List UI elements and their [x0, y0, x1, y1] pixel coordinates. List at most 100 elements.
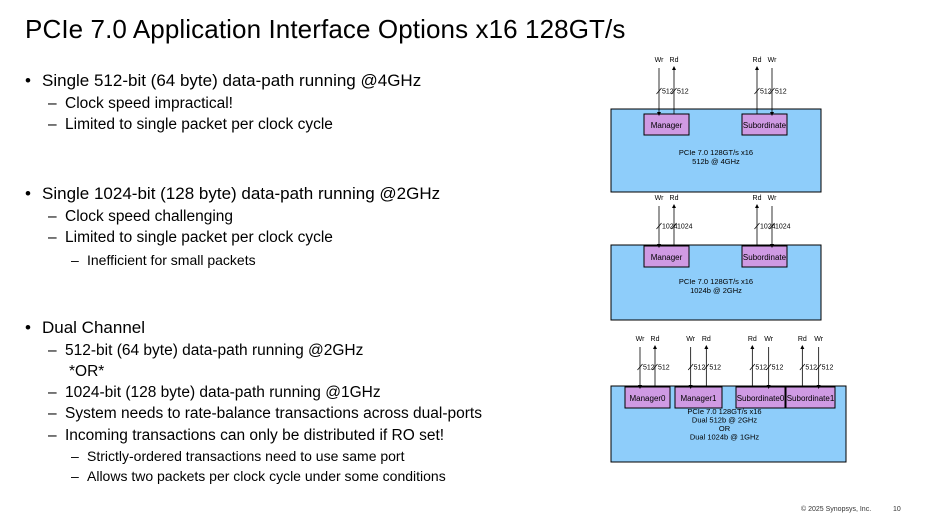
bus-width-label: 512 [805, 365, 817, 372]
signal-dir-label: Rd [651, 336, 660, 343]
bullet-text: Incoming transactions can only be distri… [65, 427, 445, 444]
port-box [741, 245, 788, 268]
bus-width-tick [769, 87, 775, 95]
bullet-text: Single 512-bit (64 byte) data-path runni… [42, 71, 422, 90]
signal-dir-label: Rd [753, 195, 762, 202]
port-box [674, 386, 723, 409]
port-box [785, 386, 836, 409]
dash-marker: – [48, 342, 57, 359]
block-caption: PCIe 7.0 128GT/s x16 [679, 148, 753, 157]
bus-width-label: 512 [677, 89, 689, 96]
bus-width-tick [671, 87, 677, 95]
bullet-text: *OR* [69, 363, 105, 380]
bus-width-tick [765, 363, 772, 371]
bus-width-label: 512 [709, 365, 721, 372]
signal-dir-label: Rd [748, 336, 757, 343]
bullet-heading: • Dual Channel [25, 318, 145, 338]
signal-dir-label: Rd [702, 336, 711, 343]
bullet-text: Allows two packets per clock cycle under… [87, 468, 446, 484]
bullet-marker: • [25, 71, 31, 90]
bus-width-tick [652, 363, 658, 371]
signal-dir-label: Rd [670, 195, 679, 202]
port-box [643, 113, 690, 136]
bus-width-label: 512 [643, 365, 655, 372]
signal-dir-label: Rd [670, 57, 679, 64]
page-number: 10 [893, 506, 901, 513]
bus-width-tick [687, 363, 694, 371]
bus-width-label: 512 [658, 365, 670, 372]
bullet-text: Single 1024-bit (128 byte) data-path run… [42, 184, 441, 203]
bullet-text: 512-bit (64 byte) data-path running @2GH… [65, 342, 364, 359]
block-caption: 1024b @ 2GHz [690, 286, 742, 295]
bullet-subitem: – Allows two packets per clock cycle und… [71, 468, 446, 484]
bullet-item: – Clock speed impractical! [48, 95, 233, 113]
bus-width-label: 512 [772, 365, 784, 372]
block-caption: PCIe 7.0 128GT/s x16 [679, 277, 753, 286]
bullet-text: Strictly-ordered transactions need to us… [87, 448, 405, 464]
bus-width-tick [749, 363, 756, 371]
port-box [643, 245, 690, 268]
signal-dir-label: Wr [636, 336, 645, 343]
bullet-text: Inefficient for small packets [87, 252, 256, 268]
bus-width-label: 1024 [760, 224, 776, 231]
signal-dir-label: Rd [798, 336, 807, 343]
bullet-text: Limited to single packet per clock cycle [65, 116, 333, 133]
bus-width-label: 1024 [662, 224, 678, 231]
signal-dir-label: Rd [753, 57, 762, 64]
port-label: Manager1 [680, 394, 717, 403]
dash-marker: – [71, 252, 79, 268]
dash-marker: – [71, 468, 79, 484]
bus-width-tick [754, 87, 760, 95]
port-box [741, 113, 788, 136]
bus-width-tick [799, 363, 806, 371]
bullet-text: Clock speed impractical! [65, 95, 233, 112]
bullet-item: – Limited to single packet per clock cyc… [48, 116, 333, 134]
bullet-marker: • [25, 318, 31, 337]
dash-marker: – [48, 95, 57, 112]
bus-width-label: 1024 [775, 224, 791, 231]
bullet-text: Limited to single packet per clock cycle [65, 229, 333, 246]
block-caption: Dual 512b @ 2GHz [692, 416, 757, 425]
port-label: Manager0 [629, 394, 666, 403]
block-caption: Dual 1024b @ 1GHz [690, 433, 760, 442]
bus-width-label: 512 [694, 365, 706, 372]
bus-width-tick [703, 363, 710, 371]
dash-marker: – [48, 405, 57, 422]
bus-width-label: 512 [662, 89, 674, 96]
signal-dir-label: Wr [655, 195, 664, 202]
bus-width-label: 512 [775, 89, 787, 96]
bullet-item: – System needs to rate-balance transacti… [48, 405, 482, 423]
bullet-item-or: *OR* [69, 363, 104, 381]
port-label: Subordinate [743, 121, 787, 130]
bullet-text: Clock speed challenging [65, 208, 234, 225]
bullet-text: 1024-bit (128 byte) data-path running @1… [65, 384, 381, 401]
bullet-heading: • Single 512-bit (64 byte) data-path run… [25, 71, 422, 91]
dash-marker: – [48, 208, 57, 225]
signal-dir-label: Wr [686, 336, 695, 343]
signal-dir-label: Wr [814, 336, 823, 343]
port-label: Subordinate1 [787, 394, 835, 403]
dash-marker: – [48, 384, 57, 401]
block-caption: OR [719, 424, 731, 433]
port-label: Manager [651, 121, 683, 130]
bullet-item: – Limited to single packet per clock cyc… [48, 229, 333, 247]
bullet-item: – 1024-bit (128 byte) data-path running … [48, 384, 381, 402]
bus-width-label: 512 [822, 365, 834, 372]
bus-width-tick [671, 222, 677, 230]
signal-dir-label: Wr [655, 57, 664, 64]
bus-width-tick [656, 87, 662, 95]
dash-marker: – [48, 427, 57, 444]
bus-width-tick [815, 363, 822, 371]
bus-width-tick [754, 222, 760, 230]
bullet-marker: • [25, 184, 31, 203]
port-box [624, 386, 671, 409]
signal-dir-label: Wr [768, 195, 777, 202]
bullet-heading: • Single 1024-bit (128 byte) data-path r… [25, 184, 441, 204]
port-label: Subordinate [743, 253, 787, 262]
block-caption: PCIe 7.0 128GT/s x16 [687, 407, 761, 416]
bullet-item: – Clock speed challenging [48, 208, 234, 226]
bus-width-tick [769, 222, 775, 230]
port-label: Manager [651, 253, 683, 262]
bus-width-label: 1024 [677, 224, 693, 231]
